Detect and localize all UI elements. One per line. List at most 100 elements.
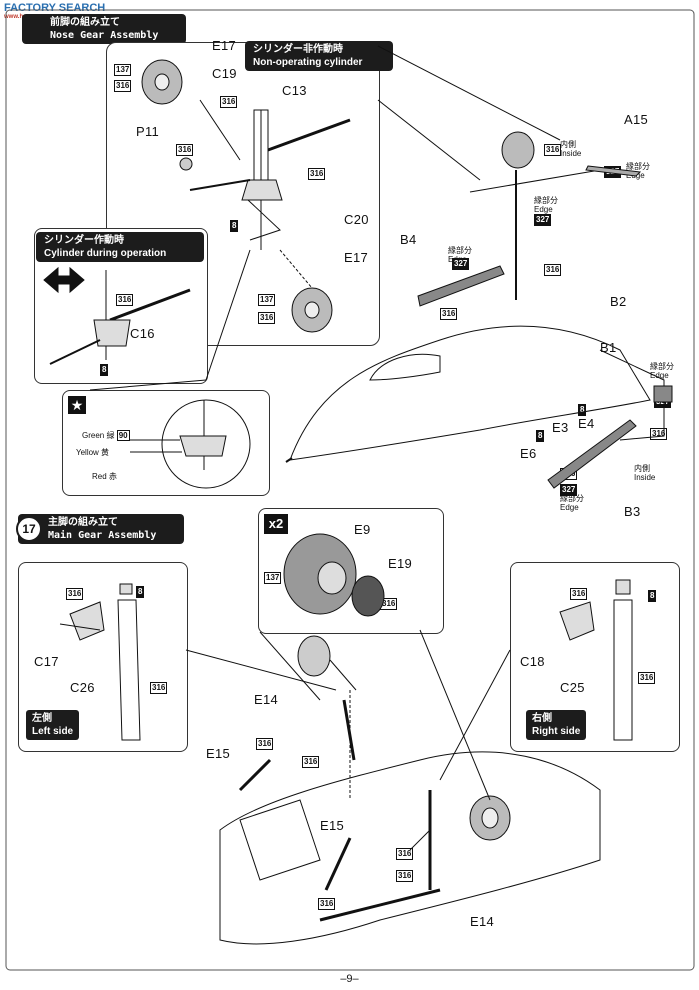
part-C19: C19 — [212, 66, 237, 81]
part-P11: P11 — [136, 124, 160, 139]
watermark-brand: FACTORY SEARCH — [4, 2, 106, 14]
paint-316: 316 — [570, 588, 588, 600]
inside-jp: 内側 — [560, 140, 576, 149]
part-E3: E3 — [552, 420, 569, 435]
step16-header: 前脚の組み立て Nose Gear Assembly — [22, 14, 186, 44]
part-E14-b: E14 — [470, 914, 495, 929]
paint-316: 316 — [544, 144, 562, 156]
x2-badge: x2 — [264, 514, 288, 534]
paint-red: Red 赤 — [92, 472, 117, 481]
inside-jp: 内側 — [634, 464, 650, 473]
left-en: Left side — [32, 726, 74, 737]
edge-en: Edge — [534, 205, 553, 214]
star-icon: ★ — [68, 396, 86, 414]
paint-137: 137 — [114, 64, 132, 76]
part-E17-a: E17 — [212, 38, 237, 53]
part-E4: E4 — [578, 416, 595, 431]
part-C17: C17 — [34, 654, 59, 669]
green-num: 90 — [116, 430, 130, 441]
part-C26: C26 — [70, 680, 95, 695]
paint-316: 316 — [308, 168, 326, 180]
part-B4: B4 — [400, 232, 417, 247]
paint-316: 316 — [396, 848, 414, 860]
paint-327: 327 — [452, 258, 470, 270]
step17-jp-title: 主脚の組み立て — [48, 517, 118, 528]
paint-316: 316 — [638, 672, 656, 684]
right-jp: 右側 — [532, 713, 552, 724]
left-jp: 左側 — [32, 713, 52, 724]
part-E19: E19 — [388, 556, 413, 571]
part-C18: C18 — [520, 654, 545, 669]
part-E15-b: E15 — [320, 818, 345, 833]
inside-en: Inside — [560, 149, 582, 158]
part-E15-a: E15 — [206, 746, 231, 761]
non-op-jp: シリンダー非作動時 — [253, 44, 343, 55]
paint-316: 316 — [302, 756, 320, 768]
right-side-tag: 右側 Right side — [526, 710, 587, 740]
green-label: Green 緑 — [82, 431, 115, 440]
paint-316: 316 — [114, 80, 132, 92]
edge-jp: 縁部分 — [534, 196, 558, 205]
paint-316: 316 — [380, 598, 398, 610]
paint-327: 327 — [560, 484, 578, 496]
right-en: Right side — [532, 726, 581, 737]
step17-number: 17 — [16, 516, 42, 542]
part-C20: C20 — [344, 212, 369, 227]
paint-316: 316 — [176, 144, 194, 156]
step16-en-title: Nose Gear Assembly — [50, 30, 159, 41]
part-E6: E6 — [520, 446, 537, 461]
inside-en: Inside — [634, 473, 656, 482]
operation-header: シリンダー作動時 Cylinder during operation — [36, 232, 204, 262]
part-B2: B2 — [610, 294, 627, 309]
star-callout — [62, 390, 270, 496]
paint-8: 8 — [648, 590, 657, 602]
paint-316: 316 — [544, 264, 562, 276]
paint-137: 137 — [258, 294, 276, 306]
edge-en: Edge — [560, 503, 579, 512]
paint-316: 316 — [396, 870, 414, 882]
paint-316: 316 — [318, 898, 336, 910]
part-E14-a: E14 — [254, 692, 279, 707]
paint-316: 316 — [258, 312, 276, 324]
non-operating-header: シリンダー非作動時 Non-operating cylinder — [245, 41, 393, 71]
page-number: –9– — [340, 973, 359, 985]
paint-316: 316 — [220, 96, 238, 108]
paint-8: 8 — [136, 586, 145, 598]
part-B1: B1 — [600, 340, 617, 355]
paint-137: 137 — [264, 572, 282, 584]
paint-327: 327 — [534, 214, 552, 226]
edge-jp: 縁部分 — [650, 362, 674, 371]
op-en: Cylinder during operation — [44, 248, 167, 259]
paint-8: 8 — [536, 430, 545, 442]
paint-316: 316 — [150, 682, 168, 694]
edge-en: Edge — [650, 371, 669, 380]
step17-en-title: Main Gear Assembly — [48, 530, 157, 541]
paint-316: 316 — [66, 588, 84, 600]
paint-yellow: Yellow 黄 — [76, 448, 110, 457]
part-A15: A15 — [624, 112, 649, 127]
non-op-en: Non-operating cylinder — [253, 57, 363, 68]
paint-8: 8 — [578, 404, 587, 416]
paint-316: 316 — [116, 294, 134, 306]
op-jp: シリンダー作動時 — [44, 235, 124, 246]
edge-jp: 縁部分 — [560, 494, 584, 503]
edge-jp: 縁部分 — [626, 162, 650, 171]
part-E17-b: E17 — [344, 250, 369, 265]
part-C13: C13 — [282, 83, 307, 98]
step17-header: 主脚の組み立て Main Gear Assembly — [18, 514, 184, 544]
part-C25: C25 — [560, 680, 585, 695]
paint-8: 8 — [100, 364, 109, 376]
paint-316: 316 — [256, 738, 274, 750]
paint-green: Green 緑 90 — [82, 430, 130, 441]
part-B3: B3 — [624, 504, 641, 519]
paint-8: 8 — [230, 220, 239, 232]
paint-316: 316 — [440, 308, 458, 320]
left-side-tag: 左側 Left side — [26, 710, 80, 740]
part-C16: C16 — [130, 326, 155, 341]
